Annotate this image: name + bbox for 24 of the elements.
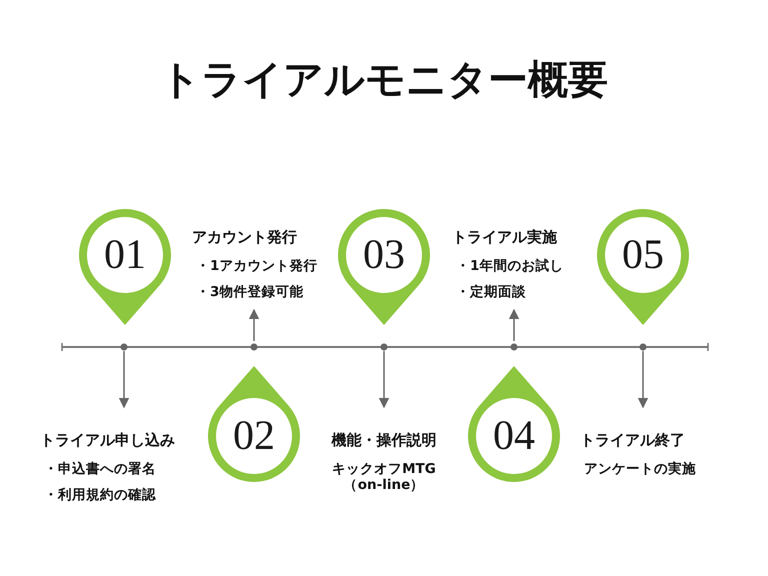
step-heading: トライアル申し込み [40,431,176,449]
step-number: 04 [492,415,536,457]
step-detail: ・1アカウント発行 [195,258,318,274]
step-detail: キックオフMTG（on-line） [331,461,437,494]
diagram-title: トライアルモニター概要 [159,58,609,102]
step-detail: ・3物件登録可能 [195,284,304,300]
step-number: 03 [362,234,406,276]
step-number: 01 [103,234,147,276]
step-detail: ・申込書への署名 [43,461,157,478]
step-heading: アカウント発行 [192,228,298,246]
step-number: 05 [621,234,665,276]
step-detail: アンケートの実施 [583,461,697,478]
arrow [378,351,390,408]
step-number: 02 [232,415,276,457]
step-detail: ・1年間のお試し [455,258,564,274]
step-heading: トライアル終了 [580,431,686,449]
step-detail: ・利用規約の確認 [43,487,157,504]
step-detail: ・定期面談 [455,284,527,300]
arrow [118,351,130,408]
arrow [248,308,260,341]
arrow [638,351,648,408]
arrow [508,308,520,341]
step-heading: 機能・操作説明 [330,431,438,449]
step-heading: トライアル実施 [452,228,558,246]
